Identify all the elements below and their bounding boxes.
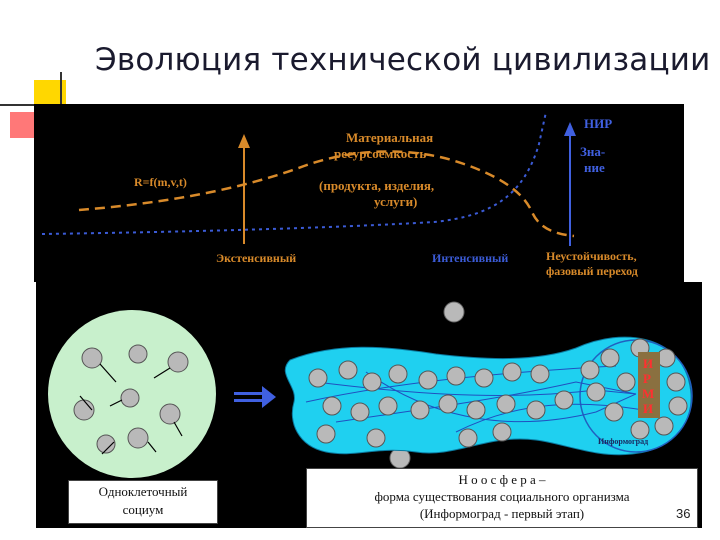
cell: [600, 348, 620, 368]
extensive-label: Экстенсивный: [216, 251, 296, 265]
cell: [502, 362, 522, 382]
noosphere-svg: И Р М И Информоград: [48, 301, 693, 478]
nir-label: НИР: [584, 116, 612, 131]
cell: [73, 399, 95, 421]
cell: [316, 424, 336, 444]
irmi-letter: И: [643, 356, 653, 371]
cell: [438, 394, 458, 414]
instability-label-2: фазовый переход: [546, 264, 638, 278]
cell: [654, 416, 674, 436]
curve-label-3: (продукта, изделия,: [319, 178, 434, 193]
cell: [446, 366, 466, 386]
cell: [526, 400, 546, 420]
knowledge-label-2: ние: [584, 160, 605, 175]
cell: [604, 402, 624, 422]
noosphere-cells: [308, 338, 688, 448]
cell: [96, 434, 116, 454]
nir-arrow-head-icon: [564, 122, 576, 136]
intensive-label: Интенсивный: [432, 251, 508, 265]
cell: [378, 396, 398, 416]
cell: [362, 372, 382, 392]
cell: [167, 351, 189, 373]
knowledge-dotted-curve: [41, 111, 547, 235]
cell: [616, 372, 636, 392]
instability-label-1: Неустойчивость,: [546, 249, 637, 263]
irmi-letter: Р: [643, 371, 651, 386]
cell: [586, 382, 606, 402]
noosphere-diagram: И Р М И Информоград Одноклеточный социум…: [36, 282, 702, 528]
cell: [466, 400, 486, 420]
cell: [366, 428, 386, 448]
cell: [127, 427, 149, 449]
irmi-letter: И: [643, 401, 653, 416]
transition-arrow-icon: [234, 386, 276, 408]
cell: [350, 402, 370, 422]
cell: [128, 344, 148, 364]
decor-red-square: [10, 112, 38, 138]
noosphere-caption: Н о о с ф е р а – форма существования со…: [306, 468, 698, 528]
cell: [668, 396, 688, 416]
formula-label: R=f(m,v,t): [134, 175, 187, 189]
slide-title: Эволюция технической цивилизации: [95, 42, 711, 78]
noosphere-caption-line-3: (Информоград - первый этап): [419, 506, 585, 521]
cell: [159, 403, 181, 425]
cell: [81, 347, 103, 369]
page-number: 36: [676, 506, 691, 521]
cell: [630, 420, 650, 440]
knowledge-label-1: Зна-: [580, 144, 605, 159]
cell: [474, 368, 494, 388]
isolated-cell: [443, 301, 465, 323]
cell: [388, 364, 408, 384]
single-cell-caption: Одноклеточный социум: [68, 480, 218, 524]
cell: [492, 422, 512, 442]
curve-label-2: ресурсоемкость: [334, 146, 426, 161]
single-cell-arrows: [79, 363, 183, 455]
cell: [308, 368, 328, 388]
irmi-letter: М: [642, 386, 654, 401]
informgrad-small-label: Информоград: [598, 437, 648, 446]
material-resource-dashed-curve: [78, 150, 575, 238]
cell: [322, 396, 342, 416]
cell: [458, 428, 478, 448]
single-cell-caption-line-2: социум: [122, 502, 164, 517]
cell: [410, 400, 430, 420]
irmi-box: [638, 352, 660, 418]
single-cell-cells: [73, 344, 189, 454]
cell: [530, 364, 550, 384]
decor-vertical-line: [60, 72, 62, 112]
curve-label-1: Материальная: [346, 130, 433, 145]
resource-intensity-svg: Материальная ресурсоемкость (продукта, и…: [41, 111, 638, 278]
noosphere-caption-line-1: Н о о с ф е р а –: [458, 472, 546, 487]
cell: [418, 370, 438, 390]
cell: [554, 390, 574, 410]
noosphere-caption-line-2: форма существования социального организм…: [374, 489, 630, 504]
curve-label-4: услуги): [374, 194, 417, 209]
single-cell-caption-line-1: Одноклеточный: [98, 484, 188, 499]
cell: [338, 360, 358, 380]
cell: [580, 360, 600, 380]
cell: [666, 372, 686, 392]
resource-intensity-diagram: Материальная ресурсоемкость (продукта, и…: [34, 104, 684, 282]
cell: [496, 394, 516, 414]
extensive-arrow-head-icon: [238, 134, 250, 148]
cell: [120, 388, 140, 408]
